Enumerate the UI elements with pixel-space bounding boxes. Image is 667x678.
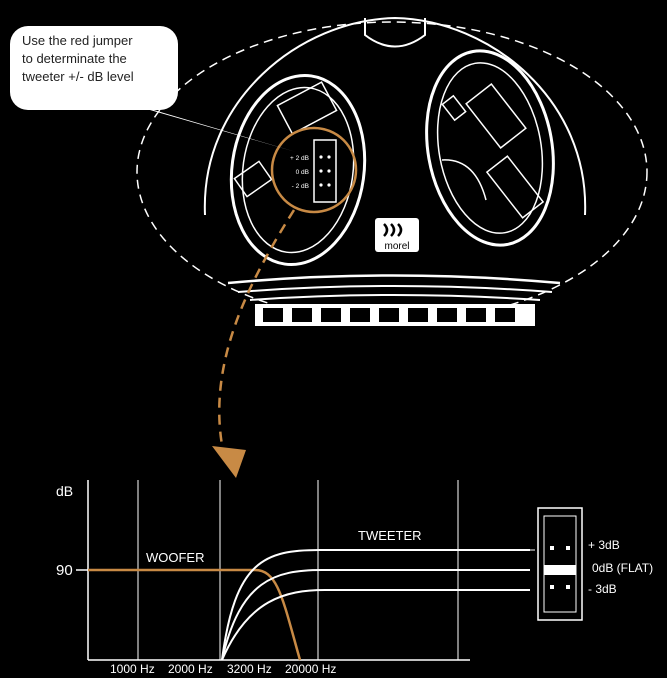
speaker-panel [136,16,648,323]
panel-body-outline [203,16,587,216]
right-component-3 [441,94,467,122]
right-chamber-outer [425,49,555,247]
left-component-bottom [233,160,273,198]
jumper-large: + 3dB 0dB (FLAT) - 3dB [537,507,653,621]
instruction-callout: Use the red jumper to determinate the tw… [10,26,178,110]
left-chamber-outer [229,73,367,267]
jumper-small-label-plus: + 2 dB [290,155,309,162]
grille-band-3 [249,294,541,301]
dashed-arrow-line [218,209,296,446]
jumper-small-label-zero: 0 dB [296,169,309,176]
x-tick-3200hz: 3200 Hz [227,662,272,676]
callout-line-2: to determinate the [22,51,127,66]
x-tick-20000hz: 20000 Hz [285,662,336,676]
tweeter-curve-minus3 [221,589,530,661]
jumper-small-label-minus: - 2 dB [292,183,309,190]
x-tick-1000hz: 1000 Hz [110,662,155,676]
grille-slot-holes [263,308,515,322]
jumper-large-pins [550,546,570,589]
right-component-1 [465,83,527,149]
callout-pointer [120,100,296,152]
tweeter-curve-plus3 [221,549,530,661]
jumper-large-cap [544,565,576,575]
right-chamber-inner [436,62,544,234]
arrow-head [212,446,246,478]
panel-dashed-outline [136,21,648,323]
jumper-small-labels: + 2 dB 0 dB - 2 dB [290,155,309,190]
callout-line-3: tweeter +/- dB level [22,69,134,84]
jumper-large-outer [537,507,583,621]
jumper-small-pins [319,155,331,187]
jumper-large-labels: + 3dB 0dB (FLAT) - 3dB [588,538,653,596]
x-tick-labels: 1000 Hz 2000 Hz 3200 Hz 20000 Hz [110,662,336,676]
jumper-large-label-flat: 0dB (FLAT) [592,561,653,575]
right-component-wire [441,159,487,201]
right-component-2 [485,155,545,219]
grille-band-2 [237,285,553,293]
callout-line-1: Use the red jumper [22,33,133,48]
tweeter-curve-flat [221,569,530,661]
woofer-label: WOOFER [146,550,205,565]
frequency-chart: dB 90 WOOFER TWEETER 1000 Hz 2000 Hz 320… [56,480,535,676]
jumper-large-label-plus: + 3dB [588,538,620,552]
tweeter-label: TWEETER [358,528,422,543]
jumper-highlight-circle [270,126,358,214]
left-component-top [276,81,338,135]
jumper-large-inner [543,515,577,613]
jumper-large-label-minus: - 3dB [588,582,617,596]
y-reference-label: 90 [56,562,73,579]
x-tick-2000hz: 2000 Hz [168,662,213,676]
grille-band-1 [227,274,561,285]
panel-top-notch [364,18,426,48]
jumper-small-block [313,139,337,203]
woofer-curve [88,568,302,661]
y-axis-label: dB [56,483,73,499]
morel-logo-text: morel [384,241,409,252]
morel-logo: morel [375,218,419,252]
